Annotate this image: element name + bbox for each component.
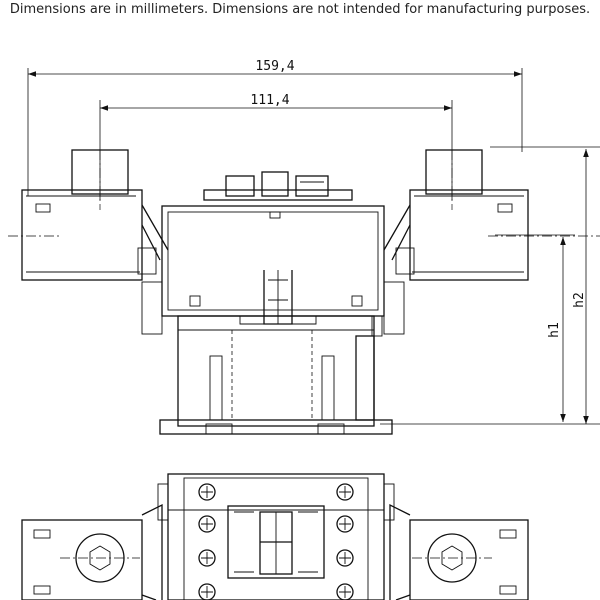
dimension-h2: h2 bbox=[490, 146, 600, 424]
screw-icon bbox=[336, 549, 354, 567]
screw-icon bbox=[198, 583, 216, 600]
side-mounting-rails bbox=[141, 281, 405, 337]
overall-width-label: 159,4 bbox=[255, 59, 294, 74]
top-auxiliary-contacts bbox=[203, 171, 353, 201]
dimension-overall-width: 159,4 bbox=[27, 59, 523, 196]
screw-icon bbox=[198, 549, 216, 567]
contactor-top bbox=[157, 473, 395, 600]
screw-icon bbox=[336, 583, 354, 600]
dimension-inner-width: 111,4 bbox=[99, 93, 453, 200]
h2-label: h2 bbox=[572, 292, 587, 308]
screw-icon bbox=[336, 515, 354, 533]
screw-icon bbox=[198, 483, 216, 501]
inner-width-label: 111,4 bbox=[250, 93, 289, 108]
contactor-housing bbox=[161, 205, 385, 325]
right-terminal-block bbox=[383, 149, 529, 281]
h1-label: h1 bbox=[547, 322, 562, 338]
screw-icon bbox=[336, 483, 354, 501]
top-view bbox=[21, 473, 529, 600]
right-terminal-plate bbox=[389, 503, 529, 600]
disclaimer-note: Dimensions are in millimeters. Dimension… bbox=[9, 2, 591, 17]
dimension-h1: h1 bbox=[380, 234, 600, 425]
left-terminal-plate bbox=[21, 503, 163, 600]
front-view bbox=[8, 149, 600, 435]
terminal-screws bbox=[198, 483, 354, 600]
screw-icon bbox=[198, 515, 216, 533]
contactor-base bbox=[159, 315, 393, 435]
left-terminal-block bbox=[21, 149, 169, 281]
